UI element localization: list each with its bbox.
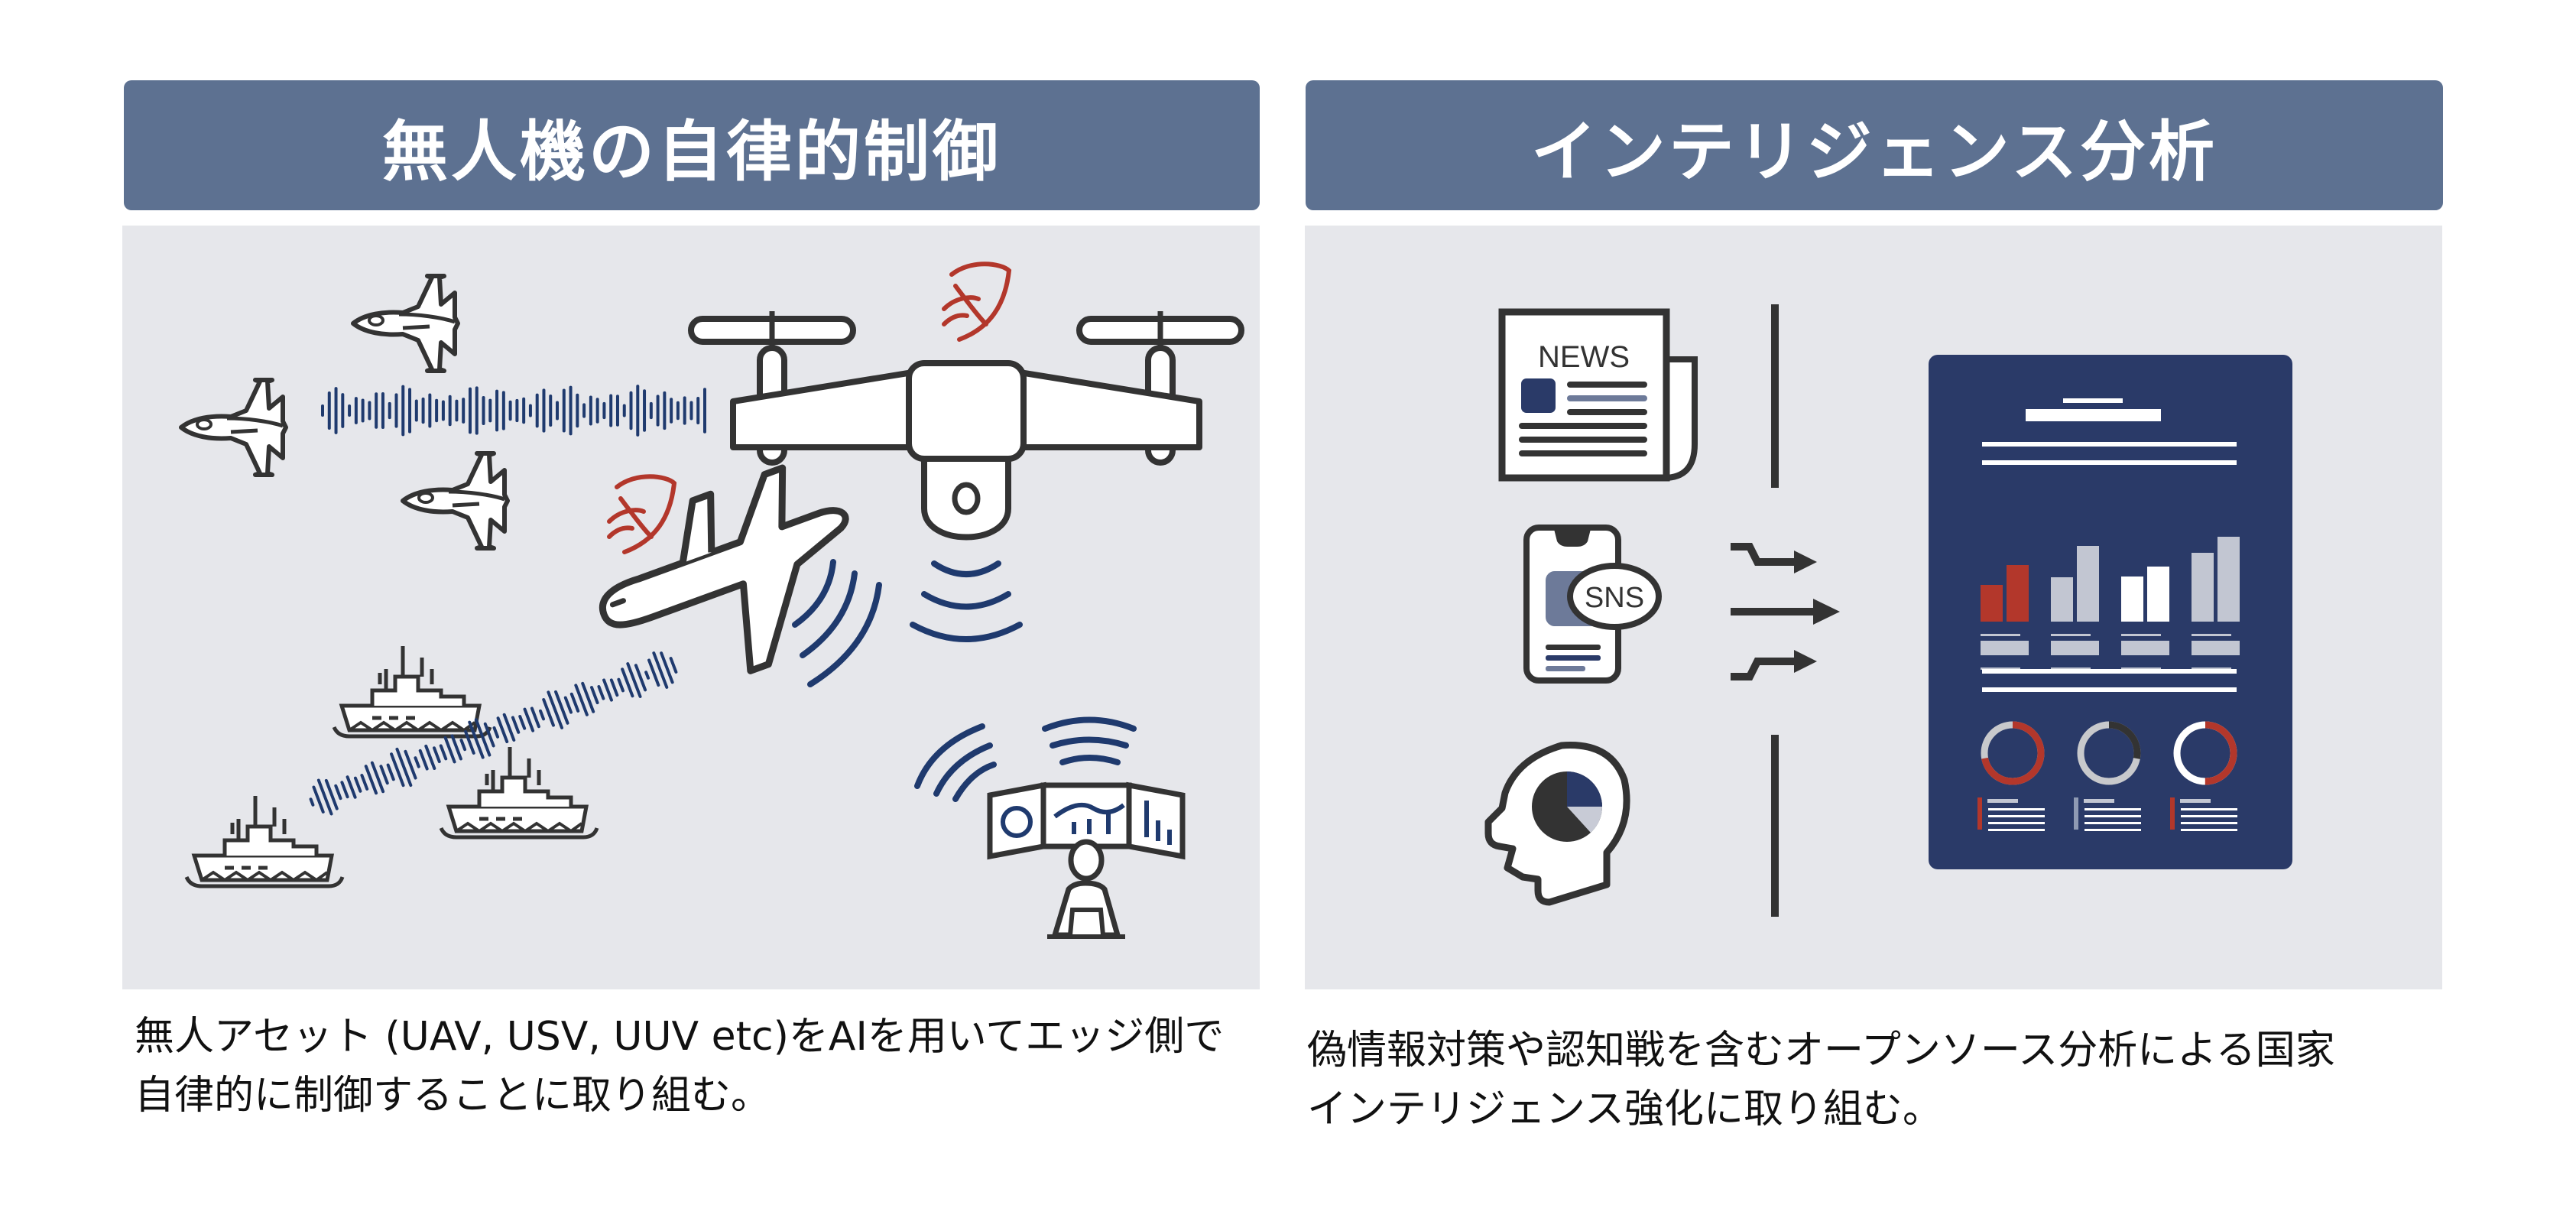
report-bar — [2218, 537, 2240, 622]
caption-autonomous-control: 無人アセット (UAV, USV, UUV etc)をAIを用いてエッジ側で 自… — [135, 1008, 1266, 1125]
caption-intelligence-analysis: 偽情報対策や認知戦を含むオープンソース分析による国家 インテリジェンス強化に取り… — [1307, 1021, 2454, 1139]
donut-segment — [2173, 721, 2237, 785]
section-title: 無人機の自律的制御 — [382, 113, 1001, 190]
signal-waveform — [309, 651, 678, 816]
section-title: インテリジェンス分析 — [1530, 113, 2218, 190]
donut-segment — [1981, 721, 2045, 785]
report-bar — [2051, 577, 2073, 622]
warship-icon — [334, 646, 490, 736]
signal-waveform — [321, 385, 706, 437]
report-dashboard-icon — [1929, 355, 2292, 869]
fighter-jet-icon — [181, 380, 286, 475]
merge-arrows-icon — [1731, 304, 1840, 917]
fighter-jet-icon — [353, 276, 458, 371]
section-header-autonomous-control: 無人機の自律的制御 — [124, 80, 1260, 210]
report-bar — [2077, 546, 2099, 622]
warship-icon — [187, 796, 342, 886]
report-bar — [2007, 565, 2029, 622]
head-pie-icon — [1484, 742, 1630, 906]
fighter-jet-icon — [403, 453, 508, 548]
signal-arcs — [792, 559, 882, 687]
caption-line: 偽情報対策や認知戦を含むオープンソース分析による国家 — [1307, 1028, 2335, 1073]
caption-line: 無人アセット (UAV, USV, UUV etc)をAIを用いてエッジ側で — [135, 1014, 1225, 1060]
airliner-icon — [599, 464, 849, 674]
caption-line: インテリジェンス強化に取り組む。 — [1307, 1086, 1942, 1132]
autonomous-control-illustration — [122, 226, 1260, 989]
report-bar — [2147, 567, 2169, 622]
newspaper-icon: NEWS — [1498, 308, 1698, 482]
section-header-intelligence-analysis: インテリジェンス分析 — [1306, 80, 2443, 210]
radar-icon — [609, 476, 674, 552]
smartphone-sns-icon: SNS — [1523, 525, 1662, 684]
report-bar — [1981, 585, 2003, 622]
report-bar — [2192, 553, 2214, 622]
news-label: NEWS — [1538, 340, 1630, 374]
radar-icon — [944, 264, 1009, 339]
report-bar — [2121, 577, 2143, 622]
donut-segment — [2077, 721, 2141, 785]
report-bar-chart — [1981, 537, 2240, 670]
operator-station-icon — [914, 716, 1186, 939]
drone-icon — [688, 311, 1244, 642]
intelligence-analysis-illustration: NEWS SNS — [1305, 226, 2442, 989]
caption-line: 自律的に制御することに取り組む。 — [135, 1073, 771, 1119]
report-donut-charts — [1977, 721, 2237, 831]
warship-icon — [441, 747, 597, 837]
sns-label: SNS — [1585, 582, 1644, 614]
